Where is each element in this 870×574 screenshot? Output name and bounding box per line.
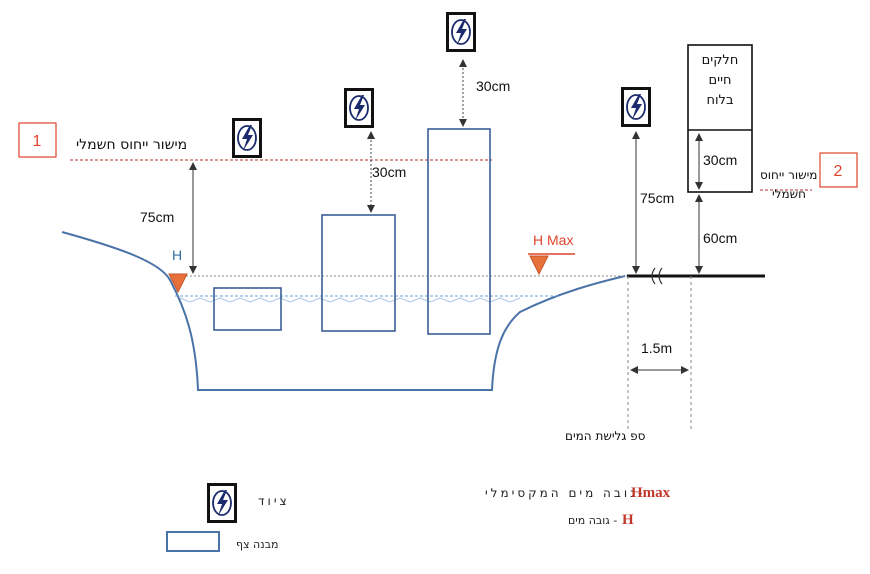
legend-equipment: ציוד [258, 494, 290, 508]
dim-1-5m-label: 1.5m [641, 340, 672, 356]
floating-structure-tall [427, 128, 491, 335]
legend-h-red: H [622, 512, 634, 528]
lightning-icon [232, 117, 262, 159]
panel-label-1: חלקים [702, 53, 739, 68]
break-symbol [651, 267, 663, 285]
badge-1-box [18, 122, 57, 158]
dim-75-right-label: 75cm [640, 190, 674, 206]
dim-30-top-label: 30cm [476, 78, 510, 94]
lightning-icon [446, 11, 476, 53]
shore-label: ספ גלישת המים [565, 429, 646, 443]
lightning-icon [206, 483, 238, 523]
hmax-marker-triangle [529, 255, 549, 276]
badge-2: 2 [834, 163, 843, 180]
panel-label-3: בלוח [707, 93, 734, 108]
legend-floating-structure: מבנה צף [236, 538, 278, 551]
water-body-outline [61, 231, 626, 391]
h-marker-label: H [172, 247, 182, 263]
hmax-marker-label: H Max [533, 232, 573, 248]
dim-60-label: 60cm [703, 230, 737, 246]
legend-h-text: גובה מים - [568, 514, 617, 527]
legend-hmax-red: Hmax [631, 485, 671, 501]
water-wave [179, 297, 521, 303]
floating-structure-small [213, 287, 282, 331]
lightning-icon [621, 86, 651, 128]
dim-30-mid-label: 30cm [372, 164, 406, 180]
lightning-icon [344, 87, 374, 129]
ref-plane-right-label-1: מישור ייחוס [760, 168, 817, 182]
panel-label-2: חיים [709, 73, 732, 88]
floating-structure-medium [321, 214, 396, 332]
dim-75-left-label: 75cm [140, 209, 174, 225]
legend-hmax-text: גובה מים המקסימלי- [485, 486, 645, 500]
h-marker-triangle [168, 273, 188, 294]
legend-floating-swatch [166, 531, 220, 552]
ref-plane-left-label: מישור ייחוס חשמלי [76, 137, 187, 153]
dim-30-panel-label: 30cm [703, 152, 737, 168]
ref-plane-right-label-2: חשמלי [772, 187, 806, 201]
badge-2-box [819, 152, 858, 188]
badge-1: 1 [33, 133, 42, 150]
